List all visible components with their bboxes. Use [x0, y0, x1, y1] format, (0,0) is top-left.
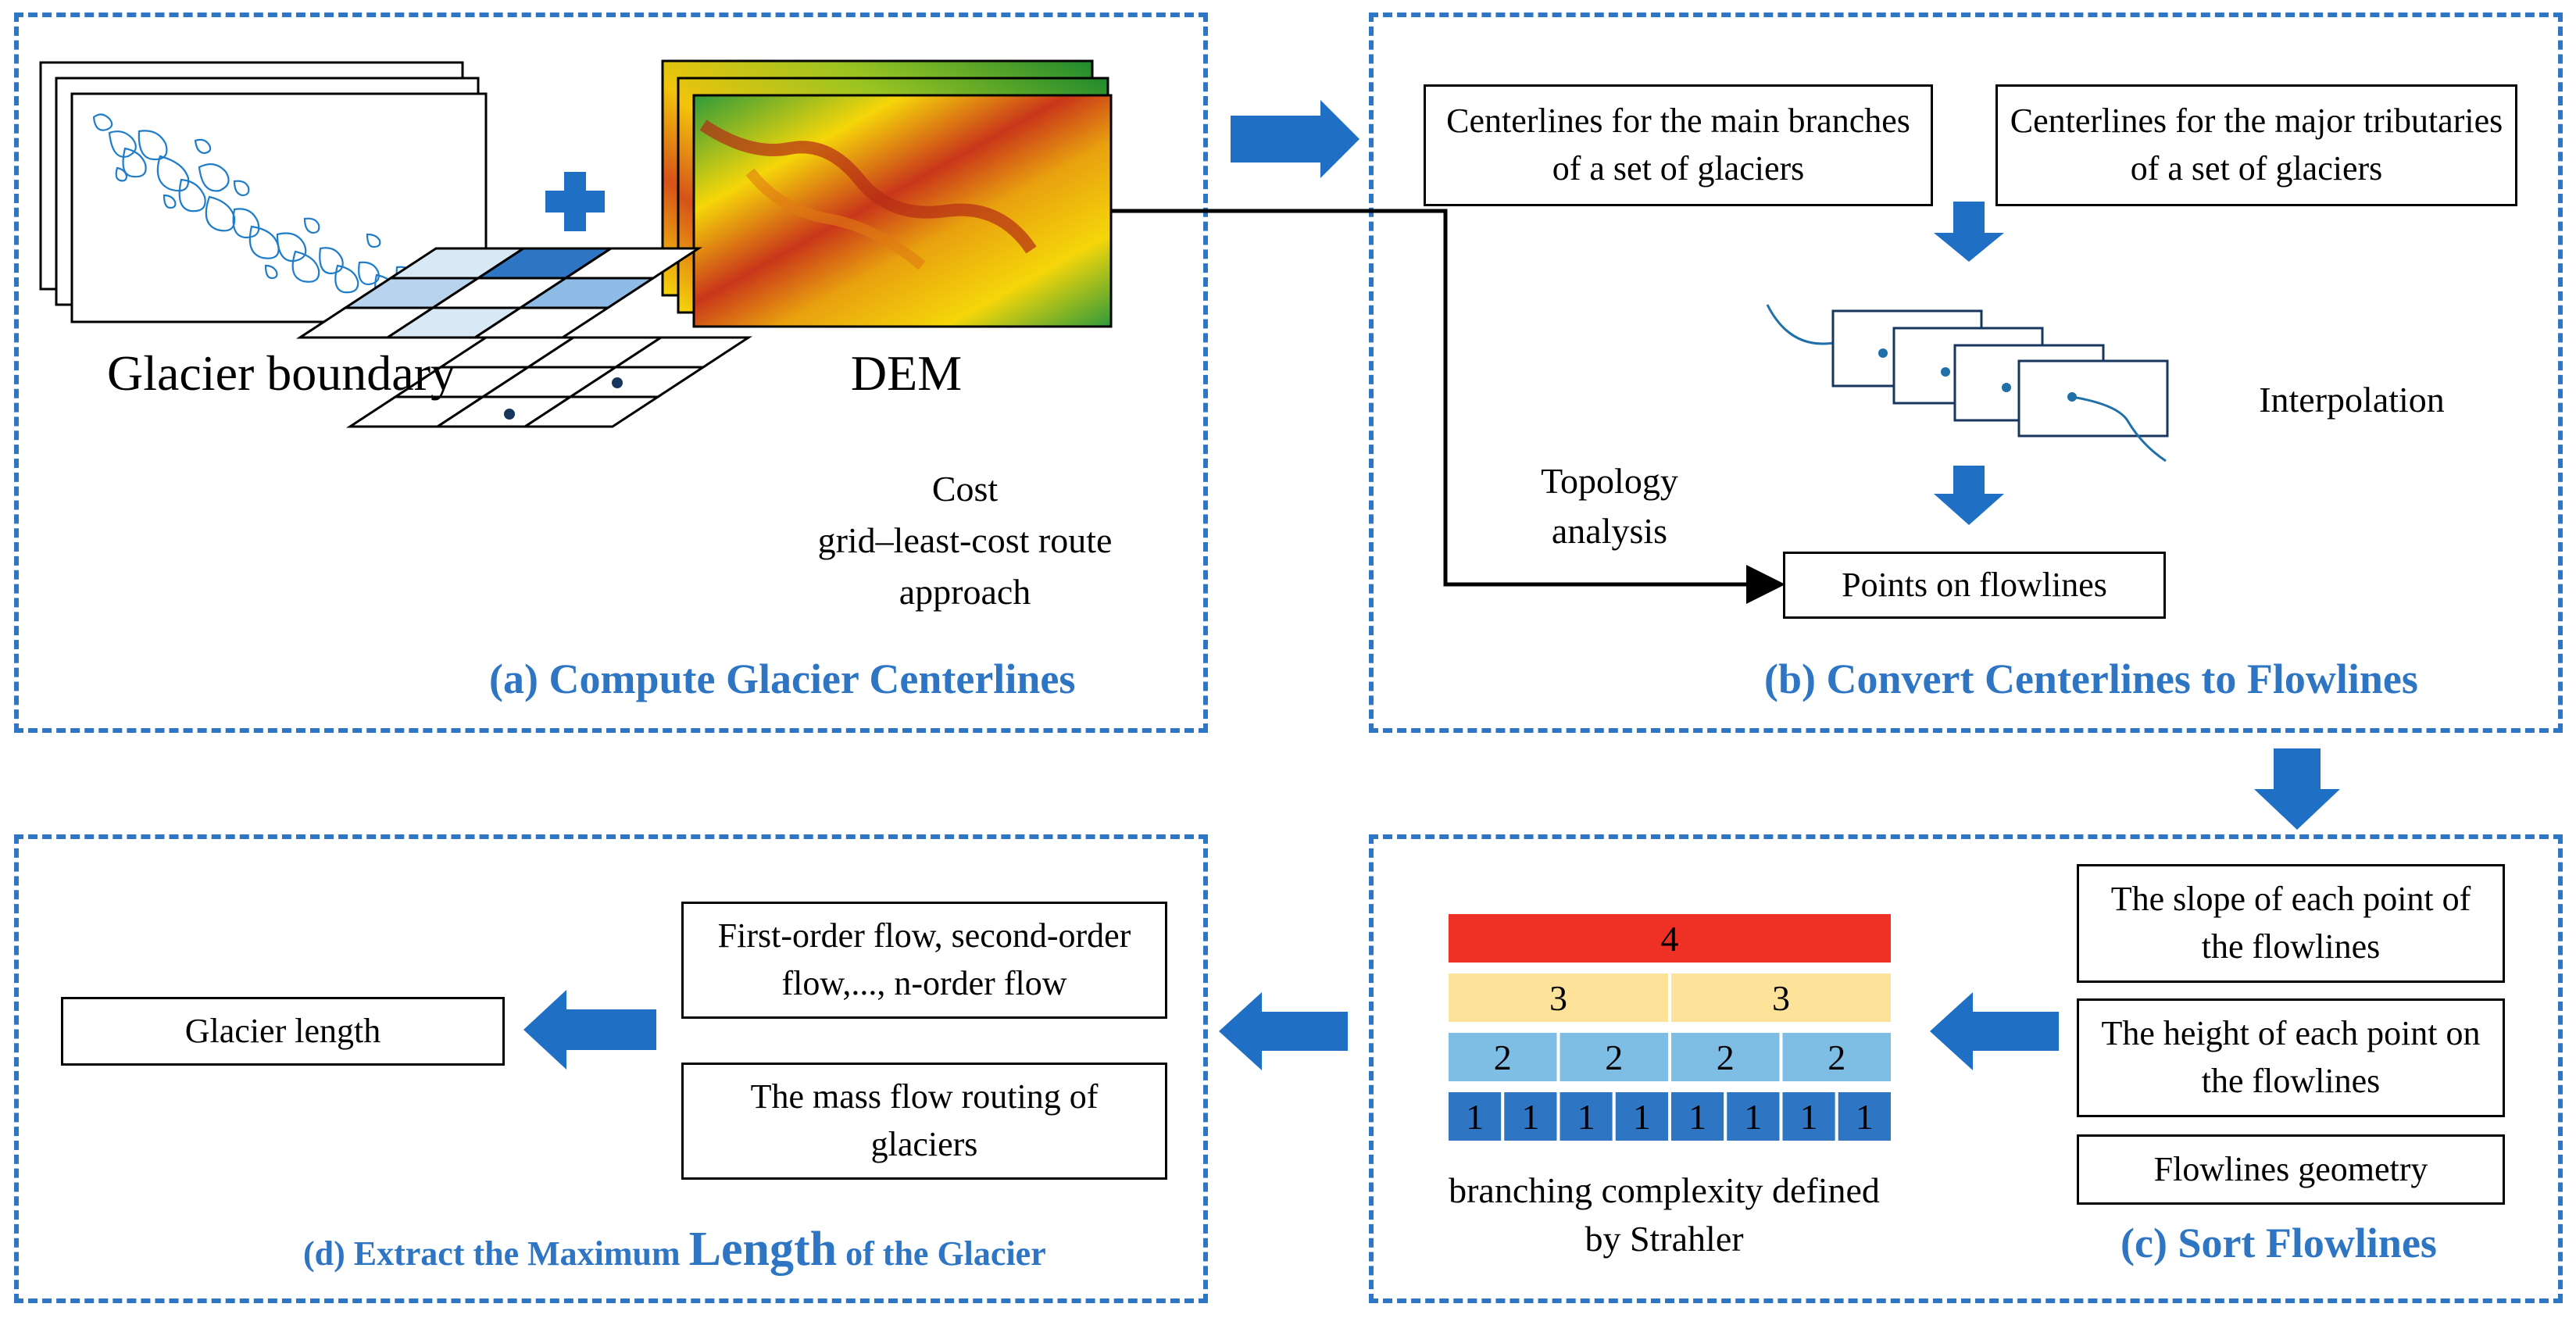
arrow-left-c-to-d	[1219, 992, 1348, 1070]
strahler-caption-line2: by Strahler	[1585, 1219, 1744, 1259]
panel-b	[1369, 13, 2563, 733]
cost-label-line1: Cost	[931, 469, 999, 509]
strahler-label: 1	[1744, 1097, 1762, 1137]
strahler-label: 3	[1549, 978, 1567, 1018]
panel-c-title: (c) Sort Flowlines	[2120, 1220, 2437, 1266]
strahler-label: 1	[1521, 1097, 1539, 1137]
cost-grid-image	[295, 247, 753, 428]
strahler-cell-order-3	[1445, 970, 1671, 1025]
strahler-cell-order-2	[1779, 1030, 1894, 1084]
arrow-down-b-to-c	[2254, 748, 2340, 830]
topology-label-line2: analysis	[1551, 511, 1668, 551]
cost-grid-bottom-layer	[345, 336, 753, 428]
panel-a-title: (a) Compute Glacier Centerlines	[489, 655, 1076, 702]
strahler-cell-order-2	[1445, 1030, 1560, 1084]
points-on-flowlines-box: Points on flowlines	[1783, 552, 2166, 619]
strahler-caption-line1: branching complexity defined	[1449, 1170, 1880, 1210]
plus-icon	[545, 172, 605, 231]
strahler-label: 2	[1605, 1038, 1623, 1077]
dem-image	[661, 59, 1113, 328]
strahler-cell-order-3	[1668, 970, 1894, 1025]
arrow-left-c-inputs	[1930, 992, 2059, 1070]
flowlines-geometry-box: Flowlines geometry	[2077, 1134, 2505, 1205]
strahler-label: 1	[1800, 1097, 1818, 1137]
panel-d-title-part2: Length	[688, 1223, 838, 1276]
strahler-cell-order-1	[1501, 1089, 1560, 1144]
arrow-left-to-length	[523, 990, 656, 1070]
interpolation-label: Interpolation	[2259, 380, 2445, 420]
interpolation-image	[1766, 304, 2169, 463]
panel-c	[1369, 834, 2563, 1303]
strahler-label: 1	[1688, 1097, 1706, 1137]
panel-d	[14, 834, 1208, 1303]
strahler-label: 2	[1494, 1038, 1512, 1077]
strahler-label: 3	[1772, 978, 1790, 1018]
slope-box: The slope of each point of the flowlines	[2077, 864, 2505, 983]
cost-grid-top-layer	[295, 247, 703, 339]
glacier-boundary-label: Glacier boundary	[106, 345, 456, 401]
strahler-label: 4	[1661, 919, 1679, 959]
strahler-label: 1	[1856, 1097, 1874, 1137]
cost-label-line2: grid–least-cost route	[817, 520, 1113, 560]
glacier-length-box: Glacier length	[61, 997, 505, 1066]
cost-label-line3: approach	[899, 572, 1031, 612]
mass-flow-routing-box: The mass flow routing of glaciers	[681, 1063, 1167, 1180]
strahler-cell-order-1	[1779, 1089, 1838, 1144]
arrow-down-tributaries	[1934, 202, 2004, 262]
strahler-cell-order-2	[1668, 1030, 1783, 1084]
height-box: The height of each point on the flowline…	[2077, 998, 2505, 1117]
strahler-cell-order-1	[1445, 1089, 1505, 1144]
major-tributaries-box: Centerlines for the major tributaries of…	[1995, 84, 2517, 206]
strahler-label: 2	[1717, 1038, 1735, 1077]
panel-d-title: (d) Extract the Maximum Length of the Gl…	[303, 1222, 1046, 1277]
topology-label-line1: Topology	[1541, 461, 1678, 501]
panel-a	[14, 13, 1208, 733]
strahler-cell-order-1	[1668, 1089, 1727, 1144]
strahler-cell-order-1	[1556, 1089, 1616, 1144]
strahler-cell-order-1	[1724, 1089, 1783, 1144]
flow-orders-box: First-order flow, second-order flow,...,…	[681, 902, 1167, 1019]
panel-d-title-part3: of the Glacier	[837, 1234, 1046, 1273]
arrow-down-interpolation	[1934, 466, 2004, 525]
strahler-cell-order-4	[1445, 911, 1894, 966]
panel-b-title: (b) Convert Centerlines to Flowlines	[1764, 655, 2418, 702]
strahler-label: 1	[1577, 1097, 1595, 1137]
strahler-label: 2	[1827, 1038, 1845, 1077]
glacier-outlines	[92, 113, 468, 306]
topology-connector-line	[1111, 209, 1785, 604]
strahler-label: 1	[1633, 1097, 1651, 1137]
arrow-right-a-to-b	[1231, 100, 1359, 178]
main-branches-box: Centerlines for the main branches of a s…	[1424, 84, 1933, 206]
strahler-label: 1	[1466, 1097, 1484, 1137]
strahler-cell-order-1	[1835, 1089, 1894, 1144]
dem-label: DEM	[850, 345, 963, 401]
panel-d-title-part1: (d) Extract the Maximum	[303, 1234, 689, 1273]
